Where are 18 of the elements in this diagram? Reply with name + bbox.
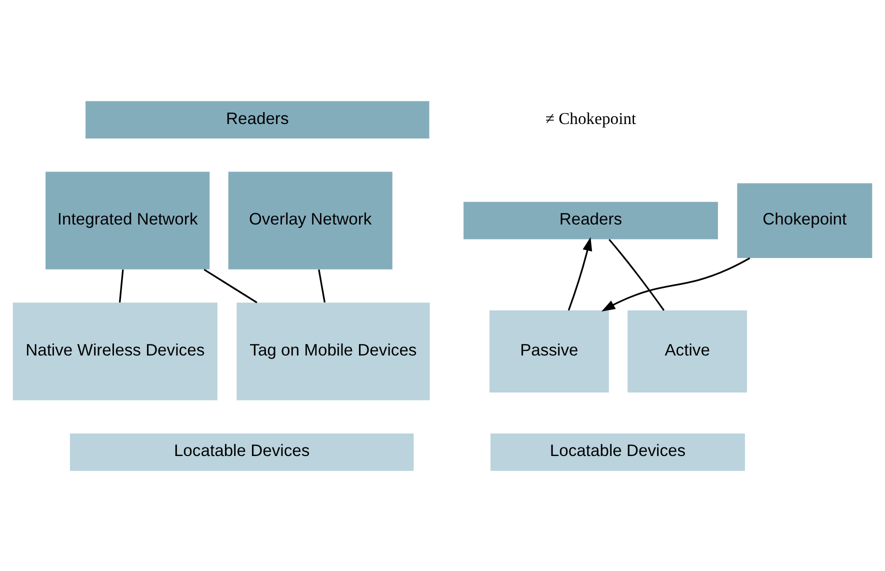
label: ≠ Chokepoint bbox=[545, 108, 636, 128]
arrow bbox=[568, 236, 592, 310]
arrow bbox=[601, 256, 750, 311]
node-box: Native Wireless Devices bbox=[12, 302, 218, 400]
node-box: Overlay Network bbox=[228, 171, 392, 269]
node-box: Tag on Mobile Devices bbox=[236, 302, 430, 400]
node-box: Chokepoint bbox=[737, 182, 872, 258]
connector bbox=[118, 268, 124, 302]
node-box: Active bbox=[628, 310, 748, 392]
connector bbox=[204, 268, 258, 303]
node-box: Readers bbox=[464, 201, 718, 239]
node-box: Locatable Devices bbox=[70, 432, 414, 470]
node-box: Readers bbox=[86, 100, 430, 138]
node-box: Locatable Devices bbox=[490, 432, 745, 470]
node-box: Integrated Network bbox=[46, 171, 210, 269]
connector bbox=[608, 238, 665, 310]
node-box: Passive bbox=[490, 310, 609, 392]
connector bbox=[318, 268, 326, 302]
